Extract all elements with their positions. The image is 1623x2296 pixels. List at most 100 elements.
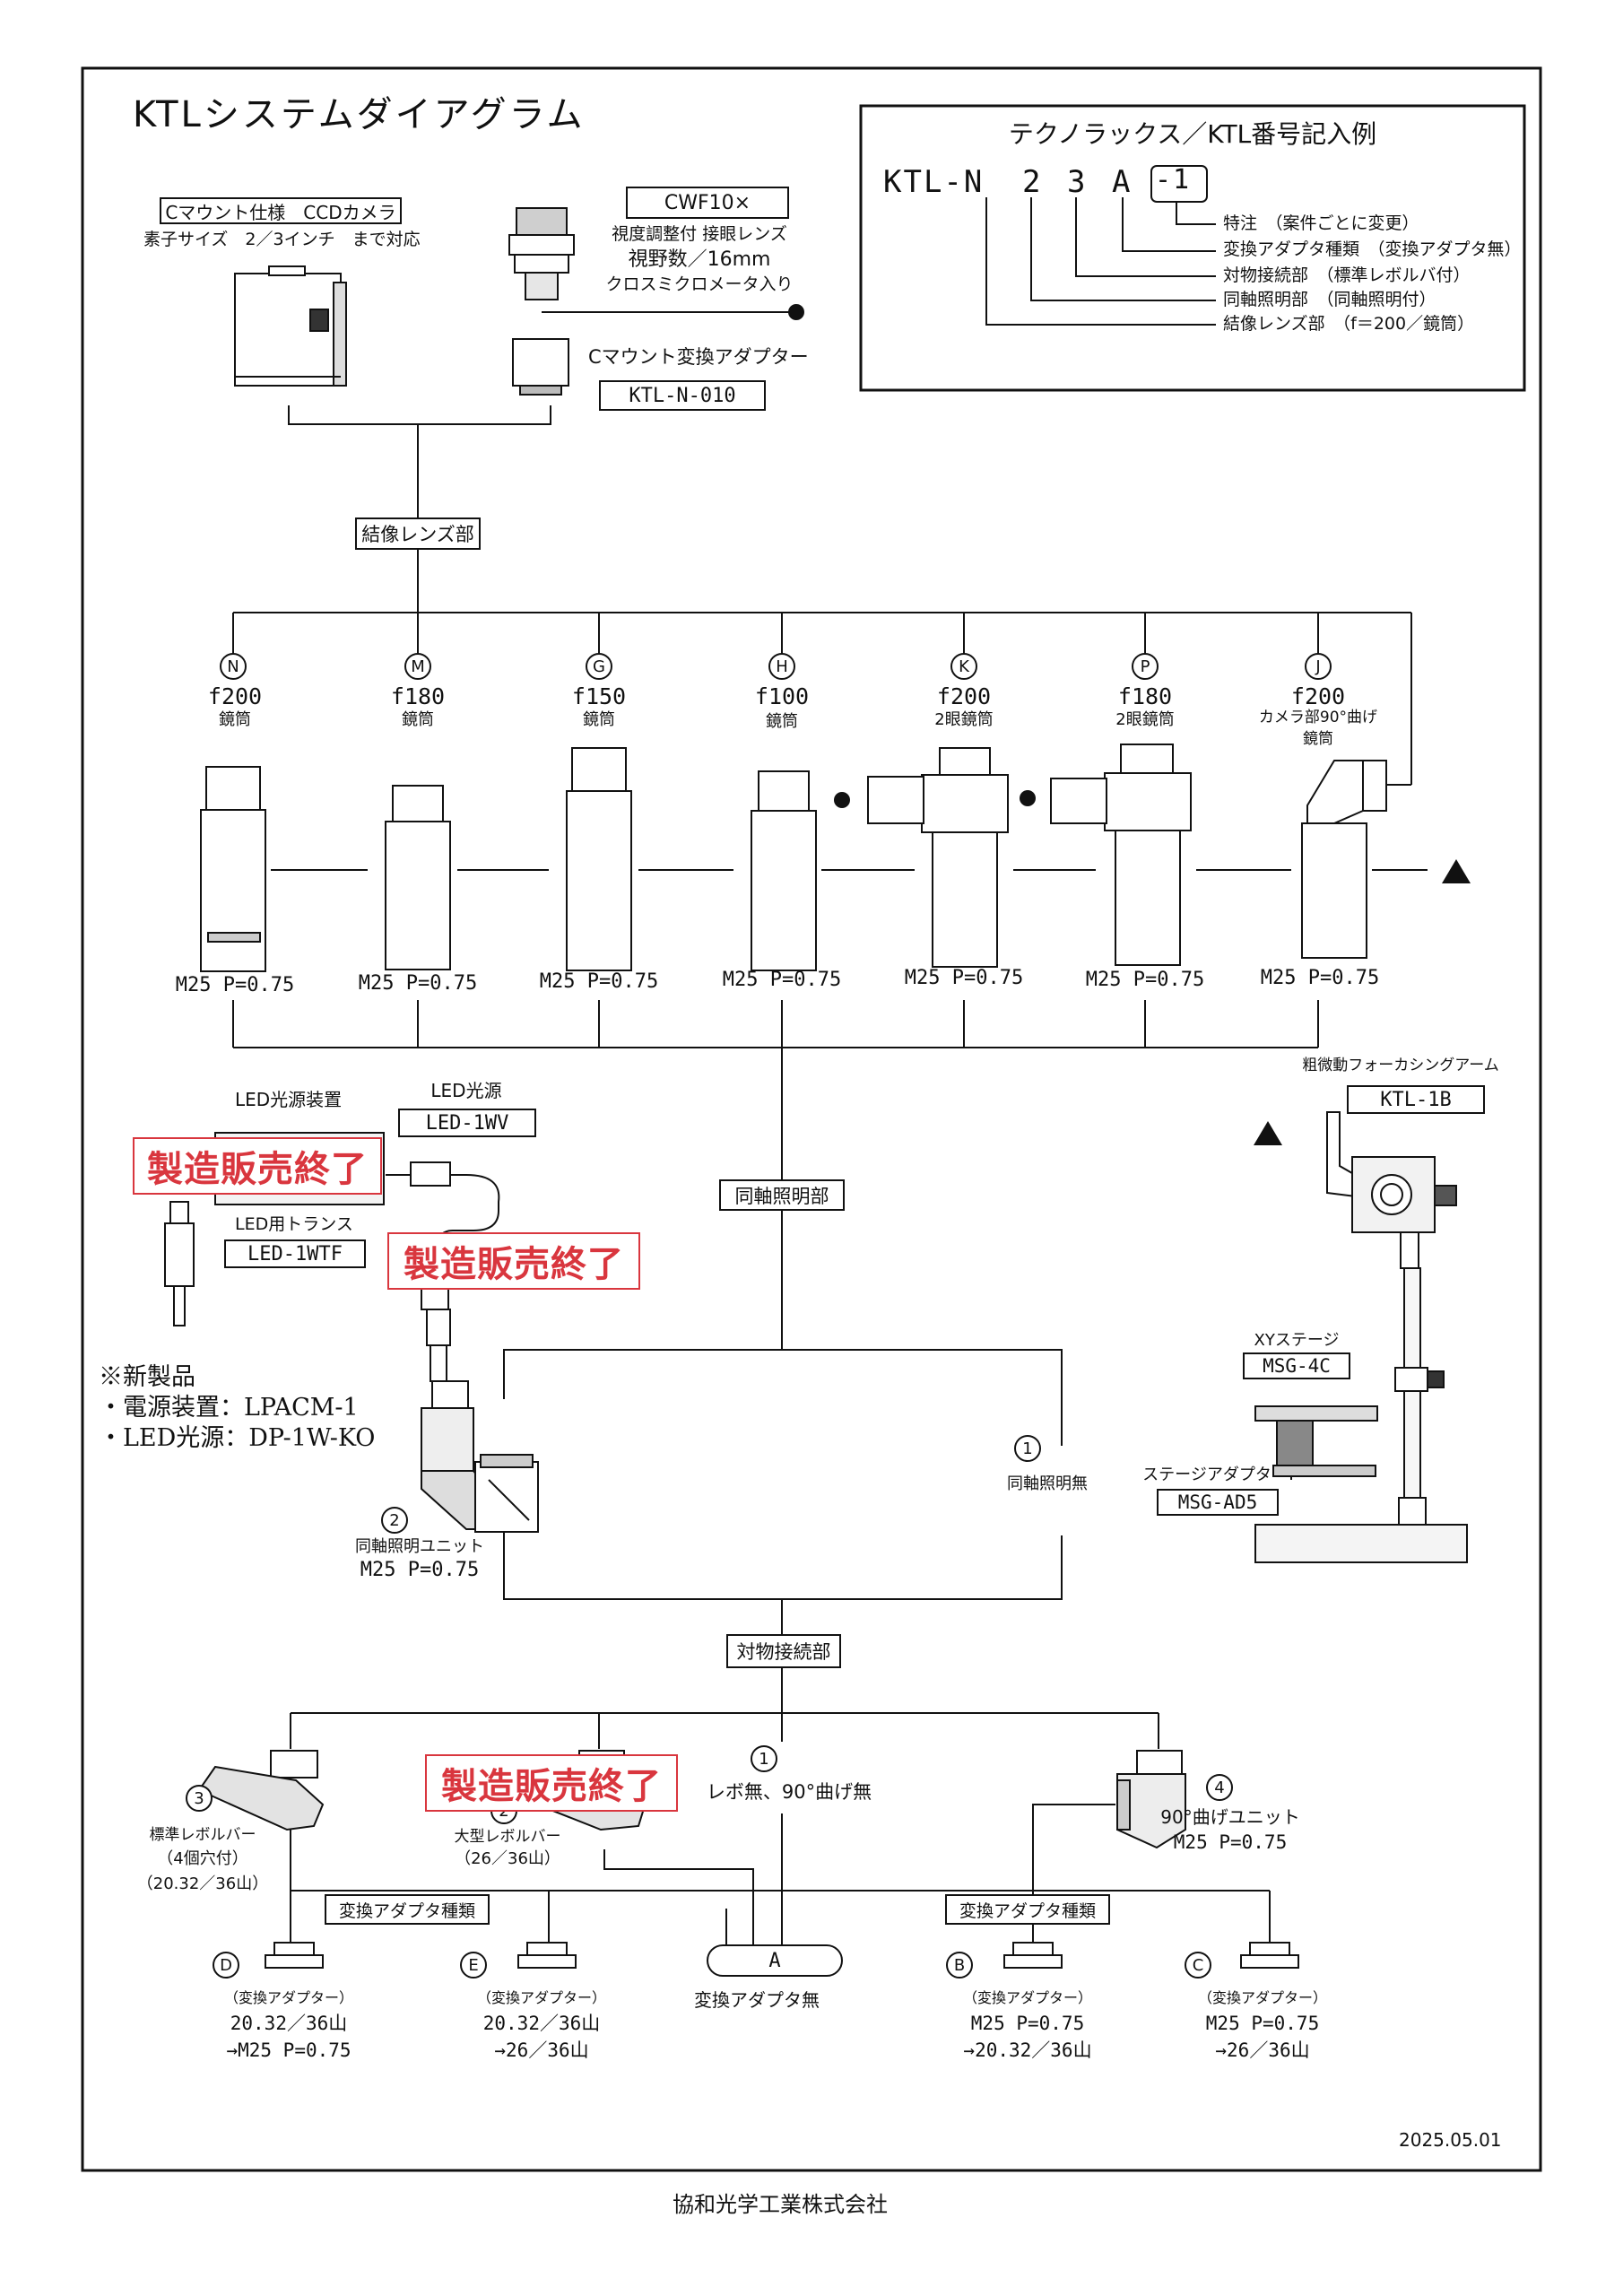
adapter-a-label: 変換アダプタ無: [694, 1989, 820, 2011]
page-title: KTLシステムダイアグラム: [133, 94, 586, 135]
led-source-code: LED-1WV: [398, 1109, 536, 1137]
tube-j-icon: [1301, 760, 1387, 959]
tube-k-icon: [867, 747, 1009, 968]
stage-adapter-label: ステージアダプタ: [1142, 1465, 1271, 1484]
section-coaxial: 同軸照明部: [719, 1179, 845, 1211]
no-revolver-number: 1: [751, 1745, 777, 1772]
tube-n-icon: [200, 766, 266, 972]
tube-p-icon: [1050, 744, 1192, 966]
led-device-label: LED光源装置: [235, 1089, 343, 1110]
legend-special: 特注 （案件ごとに変更）: [1223, 213, 1419, 233]
large-revolver-line-1: 大型レボルバー: [454, 1828, 561, 1846]
no-revolver-label: レボ無、90°曲げ無: [706, 1781, 872, 1803]
led-trans-label: LED用トランス: [235, 1214, 353, 1234]
tube-focal-k: f200: [936, 683, 992, 709]
tube-focal-j: f200: [1290, 683, 1346, 709]
adapter-d-label: （変換アダプター）: [223, 1989, 354, 2006]
adapter-b-icon: [1003, 1942, 1063, 1969]
bend-unit-number: 4: [1206, 1774, 1233, 1801]
camera-sub: 素子サイズ 2／3インチ まで対応: [143, 230, 421, 249]
tube-desc-h: 鏡筒: [766, 712, 798, 731]
code-part-coaxial: 2: [1022, 164, 1043, 200]
section-objective: 対物接続部: [726, 1634, 841, 1668]
standard-revolver-line-2: （4個穴付）: [157, 1849, 248, 1868]
coax-unit-label: 同軸照明ユニット: [355, 1537, 484, 1556]
cmount-label: Cマウント変換アダプター: [588, 346, 809, 368]
tube-thread-m: M25 P=0.75: [358, 972, 478, 995]
revision-date: 2025.05.01: [1399, 2129, 1502, 2151]
adapter-b-line-1: M25 P=0.75: [970, 2013, 1085, 2034]
adapter-c-label: （変換アダプター）: [1197, 1989, 1328, 2006]
standard-revolver-line-3: （20.32／36山）: [136, 1874, 269, 1893]
tube-focal-p: f180: [1117, 683, 1173, 709]
revolver-drawings: [197, 1750, 1186, 1849]
adapter-e-letter: E: [460, 1952, 487, 1979]
adapter-d-line-2: →M25 P=0.75: [226, 2039, 352, 2061]
code-part-special: -1: [1155, 164, 1192, 196]
adapter-d-letter: D: [213, 1952, 239, 1979]
eyepiece-icon: [508, 207, 575, 396]
focus-arm-label: 粗微動フォーカシングアーム: [1302, 1057, 1499, 1074]
led-source-label: LED光源: [430, 1080, 502, 1101]
stage-adapter-code: MSG-AD5: [1157, 1489, 1279, 1516]
tube-letter-g: G: [586, 653, 612, 680]
new-products-title: ※新製品: [99, 1363, 195, 1391]
bend-unit-icon: [1116, 1750, 1186, 1849]
large-revolver-line-2: （26／36山）: [455, 1849, 560, 1868]
bend-unit-line-1: 90°曲げユニット: [1160, 1806, 1300, 1828]
tube-thread-h: M25 P=0.75: [722, 969, 842, 991]
adapter-e-line-1: 20.32／36山: [482, 2013, 601, 2034]
tube-thread-p: M25 P=0.75: [1085, 969, 1205, 991]
coax-none-label: 同軸照明無: [1007, 1474, 1088, 1493]
ccd-camera-icon: [234, 265, 347, 387]
coax-unit-number: 2: [381, 1507, 408, 1534]
tube-thread-n: M25 P=0.75: [175, 974, 295, 996]
company-name: 協和光学工業株式会社: [673, 2192, 888, 2217]
legend-imaging: 結像レンズ部 （f＝200／鏡筒）: [1223, 314, 1475, 334]
tube-focal-m: f180: [390, 683, 446, 709]
focusing-stand-icon: [1254, 1111, 1468, 1563]
eyepiece-line-1: 視度調整付 接眼レンズ: [612, 224, 787, 244]
xy-stage-label: XYステージ: [1254, 1331, 1340, 1350]
tube-h-icon: [751, 770, 817, 971]
tube-letter-n: N: [220, 653, 247, 680]
legend-coaxial: 同軸照明部 （同軸照明付）: [1223, 290, 1436, 309]
tube-desc-k: 2眼鏡筒: [934, 710, 994, 729]
tube-letter-k: K: [950, 653, 977, 680]
tube-thread-g: M25 P=0.75: [539, 970, 659, 993]
adapter-a-pill: A: [707, 1944, 843, 1977]
adapter-type-box-right: 変換アダプタ種類: [945, 1894, 1110, 1925]
eyepiece-label: CWF10×: [626, 187, 789, 219]
camera-connector: [288, 405, 551, 425]
code-part-objective: 3: [1067, 164, 1088, 200]
adapter-e-line-2: →26／36山: [494, 2039, 589, 2061]
tube-m-icon: [385, 785, 451, 970]
cmount-code: KTL-N-010: [599, 380, 766, 411]
tube-desc-n: 鏡筒: [219, 710, 251, 729]
tube-g-icon: [566, 747, 632, 971]
code-part-adapter: A: [1112, 164, 1133, 200]
eyepiece-line-3: クロスミクロメータ入り: [605, 274, 794, 294]
tube-desc-m: 鏡筒: [402, 710, 434, 729]
tube-letter-p: P: [1132, 653, 1159, 680]
led-trans-code: LED-1WTF: [224, 1239, 366, 1268]
legend-objective: 対物接続部 （標準レボルバ付）: [1223, 265, 1471, 285]
tube-focal-n: f200: [207, 683, 263, 709]
tube-desc2-j: 鏡筒: [1303, 730, 1333, 748]
triangle-marker: [1442, 859, 1471, 883]
standard-revolver-line-1: 標準レボルバー: [149, 1826, 256, 1844]
adapter-b-line-2: →20.32／36山: [963, 2039, 1092, 2061]
adapter-e-label: （変換アダプター）: [476, 1989, 607, 2006]
focus-arm-code: KTL-1B: [1347, 1085, 1485, 1114]
tube-focal-g: f150: [571, 683, 627, 709]
tube-focal-h: f100: [754, 683, 810, 709]
triangle-marker: [1254, 1121, 1282, 1145]
tube-desc-j: カメラ部90°曲げ: [1258, 709, 1378, 726]
discontinued-stamp-led-source: 製造販売終了: [387, 1232, 640, 1290]
adapter-d-line-1: 20.32／36山: [230, 2013, 348, 2034]
discontinued-stamp-large-revolver: 製造販売終了: [425, 1754, 678, 1812]
xy-stage-code: MSG-4C: [1243, 1352, 1350, 1379]
adapter-type-box-left: 変換アダプタ種類: [325, 1894, 490, 1925]
dot-marker: [1020, 790, 1036, 806]
